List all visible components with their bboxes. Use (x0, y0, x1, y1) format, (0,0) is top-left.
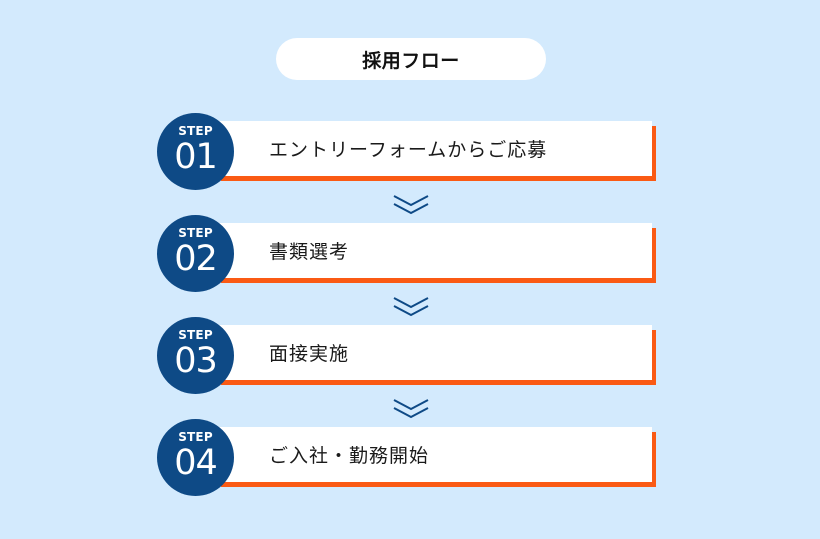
double-chevron-down-icon (393, 297, 429, 317)
step-card: 書類選考 (217, 223, 652, 278)
badge-step-number: 01 (174, 137, 218, 177)
step-badge: STEP 01 (157, 113, 234, 190)
flow-title: 採用フロー (276, 38, 546, 80)
step-card: 面接実施 (217, 325, 652, 380)
badge-step-number: 03 (174, 341, 218, 381)
step-label: 書類選考 (269, 241, 350, 263)
badge-step-text: STEP (178, 124, 213, 138)
badge-step-text: STEP (178, 328, 213, 342)
step-label: エントリーフォームからご応募 (269, 139, 548, 161)
flow-step-4: ご入社・勤務開始 STEP 04 (157, 419, 657, 497)
flow-step-3: 面接実施 STEP 03 (157, 317, 657, 395)
step-label: 面接実施 (269, 343, 350, 365)
badge-step-text: STEP (178, 226, 213, 240)
step-badge: STEP 04 (157, 419, 234, 496)
flow-step-2: 書類選考 STEP 02 (157, 215, 657, 293)
step-card: ご入社・勤務開始 (217, 427, 652, 482)
badge-step-text: STEP (178, 430, 213, 444)
badge-step-number: 04 (174, 443, 218, 483)
step-card: エントリーフォームからご応募 (217, 121, 652, 176)
step-label: ご入社・勤務開始 (269, 445, 430, 467)
step-badge: STEP 02 (157, 215, 234, 292)
double-chevron-down-icon (393, 399, 429, 419)
badge-step-number: 02 (174, 239, 218, 279)
double-chevron-down-icon (393, 195, 429, 215)
step-badge: STEP 03 (157, 317, 234, 394)
flow-step-1: エントリーフォームからご応募 STEP 01 (157, 113, 657, 191)
